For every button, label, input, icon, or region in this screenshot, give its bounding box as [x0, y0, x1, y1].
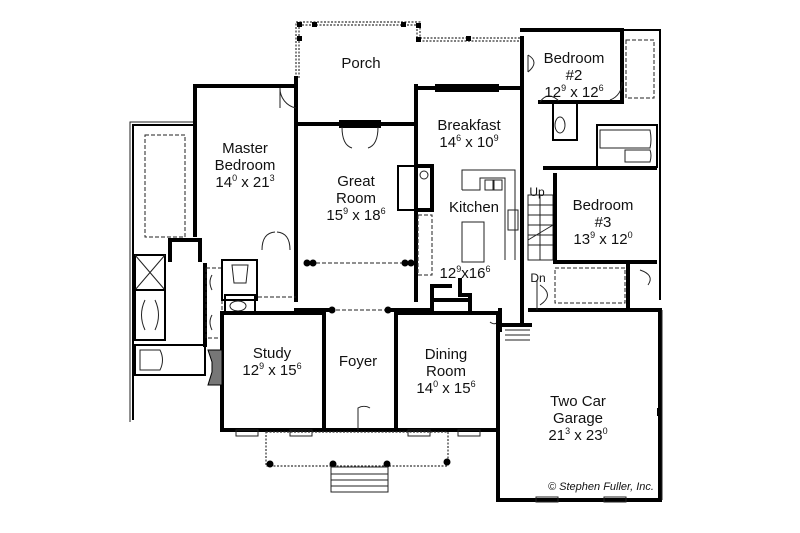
stair-down-label: Dn: [530, 271, 546, 285]
room-name-line1: Study: [252, 345, 292, 362]
room-label-garage: Two Car Garage 213 x 230: [548, 393, 607, 444]
great-room-walls: [294, 84, 434, 314]
room-dimensions: 140 x 213: [215, 173, 275, 192]
room-name-line1: Great: [337, 173, 375, 190]
room-dimensions: 140 x 156: [416, 379, 476, 398]
bedroom-wing-walls: [520, 28, 662, 312]
room-name-line2: Bedroom: [214, 157, 276, 174]
room-name: Porch: [341, 55, 381, 72]
room-name-line2: #2: [565, 67, 583, 84]
room-dimensions: 139 x 120: [573, 230, 633, 249]
room-name-line1: Kitchen: [448, 199, 500, 216]
room-label-bedroom-2: Bedroom #2 129 x 126: [544, 50, 605, 101]
room-name-line1: Master: [222, 140, 268, 157]
room-name-line1: Bedroom: [572, 197, 634, 214]
room-label-kitchen-dimensions: 129x166: [439, 264, 491, 283]
room-name-line2: Room: [425, 363, 466, 380]
room-label-bedroom-3: Bedroom #3 139 x 120: [573, 197, 634, 248]
room-name-line1: Dining: [424, 346, 468, 363]
room-label-porch: Porch: [341, 55, 380, 72]
copyright-notice: © Stephen Fuller, Inc.: [548, 481, 654, 493]
room-dimensions: 129 x 126: [544, 83, 604, 102]
room-name-line1: Bedroom: [543, 50, 605, 67]
stair-up-label: Up: [529, 185, 545, 199]
room-label-foyer: Foyer: [339, 353, 377, 370]
room-dimensions: 159 x 186: [326, 206, 386, 225]
room-name-line2: #3: [594, 214, 612, 231]
garage-walls: [496, 308, 663, 503]
kitchen-walls: [414, 36, 532, 341]
room-name-line1: Two Car: [550, 393, 606, 410]
rear-porch-outline: [295, 21, 522, 78]
front-rooms-walls: [207, 311, 500, 493]
master-wing-walls: [129, 76, 298, 422]
room-label-great-room: Great Room 159 x 186: [326, 173, 385, 224]
room-name-line2: Garage: [552, 410, 604, 427]
room-label-breakfast: Breakfast 146 x 109: [437, 117, 500, 151]
room-label-master-bedroom: Master Bedroom 140 x 213: [215, 140, 276, 191]
room-label-dining-room: Dining Room 140 x 156: [416, 346, 475, 397]
room-dimensions: 213 x 230: [548, 426, 608, 445]
room-name-line1: Foyer: [338, 353, 378, 370]
room-dimensions: 129x166: [439, 264, 491, 283]
room-label-kitchen: Kitchen: [449, 199, 499, 216]
room-name-line1: Breakfast: [437, 117, 501, 134]
room-label-study: Study 129 x 156: [242, 345, 301, 379]
room-dimensions: 129 x 156: [242, 361, 302, 380]
room-dimensions: 146 x 109: [439, 133, 499, 152]
room-name-line2: Room: [335, 190, 376, 207]
